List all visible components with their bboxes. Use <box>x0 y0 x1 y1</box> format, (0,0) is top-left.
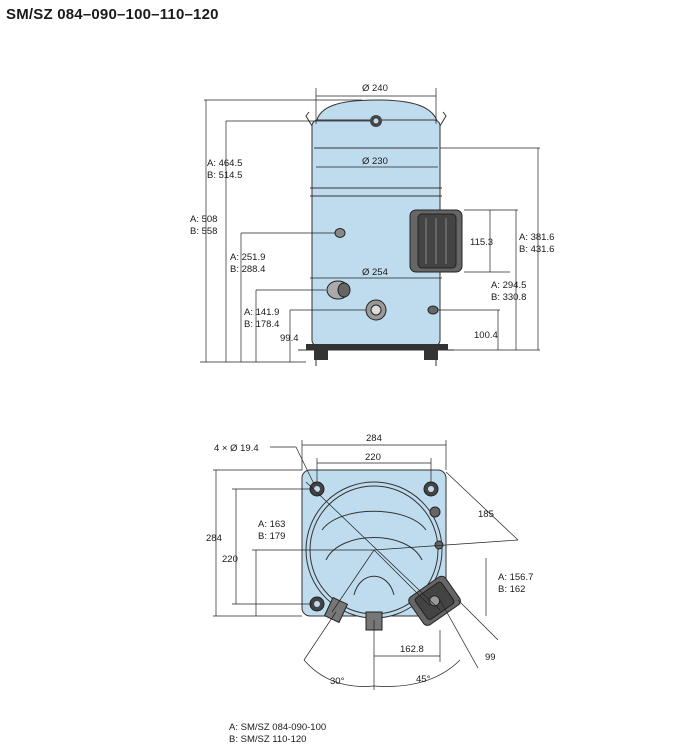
dim-x-offset: 162.8 <box>400 644 424 655</box>
dim-box-offset-a: A: 156.7 <box>498 572 533 583</box>
dim-mounting-holes: 4 × Ø 19.4 <box>214 443 259 454</box>
dim-offset-a: A: 163 <box>258 519 285 530</box>
base-foot <box>424 348 438 360</box>
base-foot <box>314 348 328 360</box>
dim-sight-glass-height-a: A: 141.9 <box>244 307 279 318</box>
dim-suction-height-b: B: 514.5 <box>207 170 242 181</box>
oil-fitting-top <box>323 596 349 624</box>
side-view: Ø 240 Ø 230 Ø 254 A: 508 B: 558 A: 464.5… <box>190 83 554 366</box>
page-title: SM/SZ 084–090–100–110–120 <box>6 6 219 23</box>
dim-total-height-b: B: 558 <box>190 226 217 237</box>
dim-total-height-a: A: 508 <box>190 214 217 225</box>
dim-box-top-a: A: 381.6 <box>519 232 554 243</box>
dim-right-base-height: 100.4 <box>474 330 498 341</box>
compressor-dome <box>315 99 439 125</box>
dim-width-outer: 284 <box>366 433 382 444</box>
dim-box-height: 115.3 <box>470 237 493 248</box>
top-view: 284 220 4 × Ø 19.4 284 220 A: 163 B: 179… <box>206 433 533 690</box>
dim-suction-height-a: A: 464.5 <box>207 158 242 169</box>
legend-b: B: SM/SZ 110-120 <box>229 734 306 745</box>
dim-discharge-height-a: A: 294.5 <box>491 280 526 291</box>
dim-dia-top: Ø 240 <box>362 83 388 94</box>
dim-oil-port-height-b: B: 288.4 <box>230 264 265 275</box>
dim-height-inner: 220 <box>222 554 238 565</box>
dim-height-outer: 284 <box>206 533 222 544</box>
electrical-box-top <box>408 575 461 626</box>
dim-sight-glass-height-b: B: 178.4 <box>244 319 279 330</box>
base-plate <box>306 344 448 350</box>
port-top-right <box>429 506 441 518</box>
dim-width-inner: 220 <box>365 452 381 463</box>
dim-oil-port-height-a: A: 251.9 <box>230 252 265 263</box>
dim-box-offset-b: B: 162 <box>498 584 525 595</box>
dim-angle-30: 30° <box>330 676 345 687</box>
dim-base-height: 99.4 <box>280 333 299 344</box>
dim-99: 99 <box>485 652 496 663</box>
dim-dia-low: Ø 254 <box>362 267 388 278</box>
dim-diagonal: 185 <box>478 509 494 520</box>
dim-dia-mid: Ø 230 <box>362 156 388 167</box>
lifting-hook-left <box>305 111 313 127</box>
small-port-right <box>427 305 439 315</box>
dim-offset-b: B: 179 <box>258 531 285 542</box>
legend-a: A: SM/SZ 084-090-100 <box>229 722 326 733</box>
lifting-hook-right <box>439 111 447 127</box>
dim-discharge-height-b: B: 330.8 <box>491 292 526 303</box>
dim-angle-45: 45° <box>416 674 431 685</box>
dim-box-top-b: B: 431.6 <box>519 244 554 255</box>
oil-equalisation-port <box>334 228 346 238</box>
